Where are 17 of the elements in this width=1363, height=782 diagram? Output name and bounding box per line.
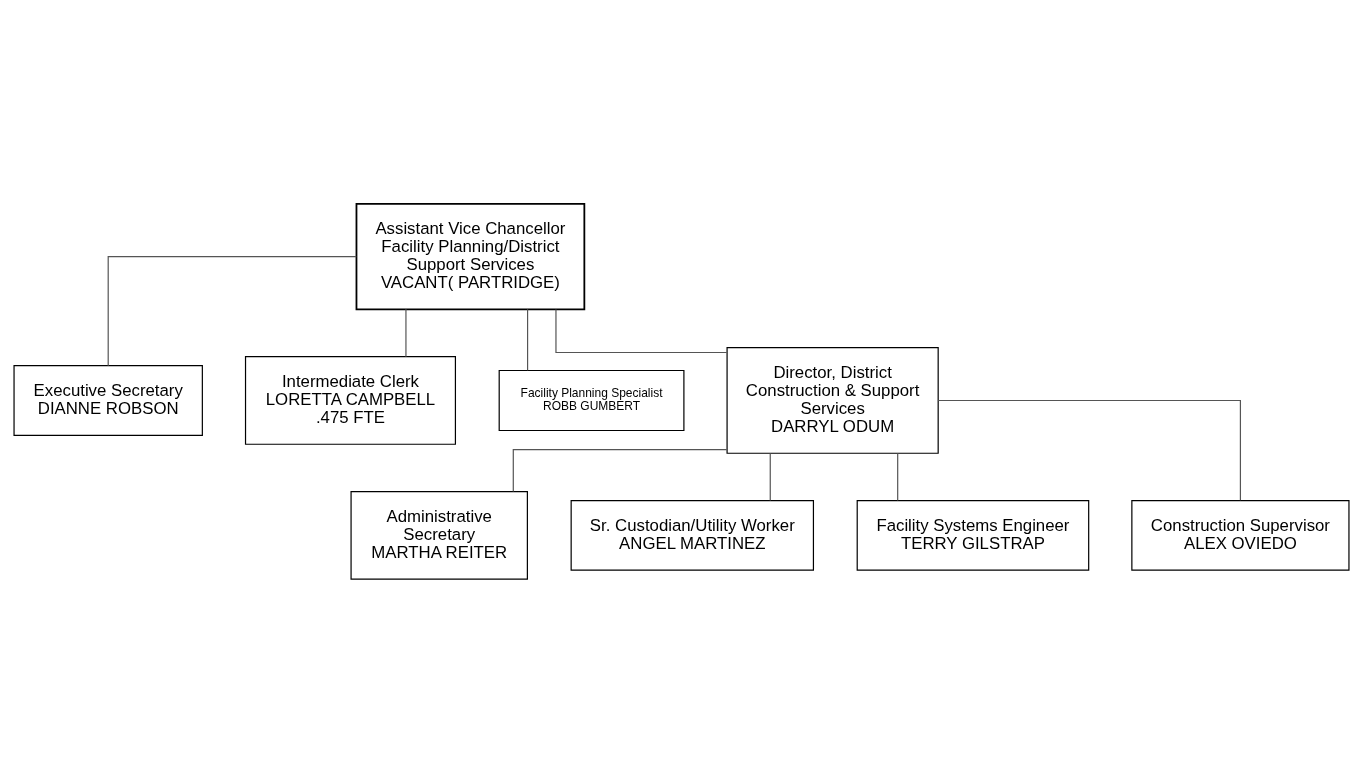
node-box: Facility Systems Engineer TERRY GILSTRAP xyxy=(856,499,1090,571)
connector xyxy=(897,452,899,501)
connector xyxy=(555,308,728,353)
connector xyxy=(527,308,529,371)
node-box: Facility Planning Specialist ROBB GUMBERT xyxy=(498,369,685,431)
node-box: Assistant Vice Chancellor Facility Planning/District Support Services VACANT( PARTRIDGE) xyxy=(355,202,586,310)
node-box: Sr. Custodian/Utility Worker ANGEL MARTINEZ xyxy=(570,499,815,571)
connector xyxy=(512,448,728,492)
connector xyxy=(937,399,1241,501)
node-box: Director, District Construction & Support Services DARRYL ODUM xyxy=(726,346,939,454)
node-box: Administrative Secretary MARTHA REITER xyxy=(350,490,528,580)
connector xyxy=(769,452,771,501)
node-box: Construction Supervisor ALEX OVIEDO xyxy=(1131,499,1350,571)
connector xyxy=(107,255,357,366)
node-box: Executive Secretary DIANNE ROBSON xyxy=(13,364,203,436)
connector xyxy=(405,308,407,357)
node-box: Intermediate Clerk LORETTA CAMPBELL .475 FTE xyxy=(244,355,457,445)
